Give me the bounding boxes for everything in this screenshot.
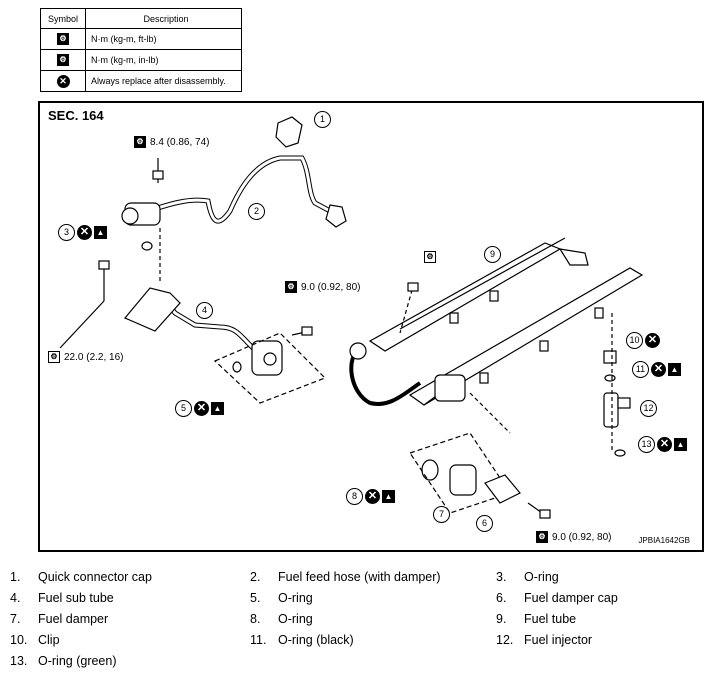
- callout-number: 2: [248, 203, 265, 220]
- parts-row: 4.Fuel sub tube 5.O-ring 6.Fuel damper c…: [10, 591, 710, 611]
- legend-description: Always replace after disassembly.: [85, 70, 242, 92]
- part-name: Clip: [38, 633, 60, 647]
- torque-wrench-icon: ⚙: [424, 251, 436, 263]
- part-name: Fuel damper: [38, 612, 109, 626]
- callout-11: 11 ✕ ▲: [632, 361, 681, 378]
- callout-8: 8 ✕ ▲: [346, 488, 395, 505]
- always-replace-icon: ✕: [651, 362, 666, 377]
- torque-wrench-inlb-icon: ⚙: [57, 54, 69, 66]
- exploded-diagram: SEC. 164 JPBIA1642GB ⚙ 8.4 (0.86, 74) ⚙ …: [38, 101, 704, 552]
- always-replace-icon: ✕: [56, 74, 70, 88]
- always-replace-icon: ✕: [194, 401, 209, 416]
- list-item: 10.Clip: [10, 633, 60, 647]
- section-title: SEC. 164: [48, 108, 104, 123]
- list-item: 3.O-ring: [496, 570, 559, 584]
- torque-value: 8.4 (0.86, 74): [150, 136, 210, 148]
- callout-number: 6: [476, 515, 493, 532]
- part-name: O-ring: [278, 591, 313, 605]
- callout-number: 4: [196, 302, 213, 319]
- list-item: 5.O-ring: [250, 591, 313, 605]
- diagram-drawing: [59, 116, 644, 519]
- torque-value: 9.0 (0.92, 80): [301, 281, 361, 293]
- parts-row: 1.Quick connector cap 2.Fuel feed hose (…: [10, 570, 710, 590]
- torque-wrench-icon: ⚙: [57, 33, 69, 45]
- callout-13: 13 ✕ ▲: [638, 436, 687, 453]
- list-item: 4.Fuel sub tube: [10, 591, 114, 605]
- callout-10: 10 ✕: [626, 332, 660, 349]
- part-name: Fuel damper cap: [524, 591, 618, 605]
- legend-header-symbol: Symbol: [40, 8, 86, 29]
- callout-5: 5 ✕ ▲: [175, 400, 224, 417]
- always-replace-icon: ✕: [657, 437, 672, 452]
- always-replace-icon: ✕: [645, 333, 660, 348]
- torque-wrench-icon: ⚙: [134, 136, 146, 148]
- callout-number: 10: [626, 332, 643, 349]
- lubricate-icon: ▲: [211, 402, 224, 415]
- callout-6: 6: [476, 515, 493, 532]
- part-name: O-ring: [278, 612, 313, 626]
- torque-spec-4: ⚙ 9.0 (0.92, 80): [536, 531, 611, 543]
- symbol-legend-table: Symbol Description ⚙ N·m (kg-m, ft-lb) ⚙…: [40, 8, 242, 92]
- list-item: 13.O-ring (green): [10, 654, 117, 668]
- callout-number: 13: [638, 436, 655, 453]
- part-name: Fuel injector: [524, 633, 593, 647]
- callout-number: 8: [346, 488, 363, 505]
- parts-row: 10.Clip 11.O-ring (black) 12.Fuel inject…: [10, 633, 710, 653]
- always-replace-icon: ✕: [365, 489, 380, 504]
- legend-header-description: Description: [85, 8, 242, 29]
- lubricate-icon: ▲: [94, 226, 107, 239]
- part-name: O-ring (black): [278, 633, 354, 647]
- callout-number: 7: [433, 506, 450, 523]
- torque-wrench-inlb-icon: ⚙: [536, 531, 548, 543]
- torque-wrench-inlb-icon: ⚙: [285, 281, 297, 293]
- torque-value: 22.0 (2.2, 16): [64, 351, 124, 363]
- part-name: O-ring: [524, 570, 559, 584]
- list-item: 1.Quick connector cap: [10, 570, 152, 584]
- reference-code: JPBIA1642GB: [638, 536, 690, 545]
- callout-number: 12: [640, 400, 657, 417]
- part-name: O-ring (green): [38, 654, 117, 668]
- torque-spec-3: ⚙ 9.0 (0.92, 80): [285, 281, 360, 293]
- callout-7: 7: [433, 506, 450, 523]
- callout-1: 1: [314, 111, 331, 128]
- parts-row: 13.O-ring (green): [10, 654, 710, 674]
- list-item: 11.O-ring (black): [250, 633, 354, 647]
- lubricate-icon: ▲: [668, 363, 681, 376]
- callout-12: 12: [640, 400, 657, 417]
- torque-spec-2: ⚙ 22.0 (2.2, 16): [48, 351, 123, 363]
- list-item: 2.Fuel feed hose (with damper): [250, 570, 441, 584]
- legend-description: N·m (kg-m, ft-lb): [85, 28, 242, 50]
- part-name: Fuel feed hose (with damper): [278, 570, 441, 584]
- callout-2: 2: [248, 203, 265, 220]
- part-name: Quick connector cap: [38, 570, 152, 584]
- list-item: 7.Fuel damper: [10, 612, 109, 626]
- part-name: Fuel tube: [524, 612, 577, 626]
- list-item: 12.Fuel injector: [496, 633, 593, 647]
- torque-value: 9.0 (0.92, 80): [552, 531, 612, 543]
- callout-number: 5: [175, 400, 192, 417]
- legend-description: N·m (kg-m, in-lb): [85, 49, 242, 71]
- part-name: Fuel sub tube: [38, 591, 114, 605]
- always-replace-icon: ✕: [77, 225, 92, 240]
- list-item: 6.Fuel damper cap: [496, 591, 618, 605]
- parts-row: 7.Fuel damper 8.O-ring 9.Fuel tube: [10, 612, 710, 632]
- torque-spec-1: ⚙ 8.4 (0.86, 74): [134, 136, 209, 148]
- lubricate-icon: ▲: [674, 438, 687, 451]
- callout-number: 11: [632, 361, 649, 378]
- callout-9: 9: [484, 246, 501, 263]
- lubricate-icon: ▲: [382, 490, 395, 503]
- callout-number: 9: [484, 246, 501, 263]
- callout-4: 4: [196, 302, 213, 319]
- callout-number: 3: [58, 224, 75, 241]
- list-item: 8.O-ring: [250, 612, 313, 626]
- list-item: 9.Fuel tube: [496, 612, 577, 626]
- torque-wrench-icon: ⚙: [48, 351, 60, 363]
- callout-3: 3 ✕ ▲: [58, 224, 107, 241]
- callout-number: 1: [314, 111, 331, 128]
